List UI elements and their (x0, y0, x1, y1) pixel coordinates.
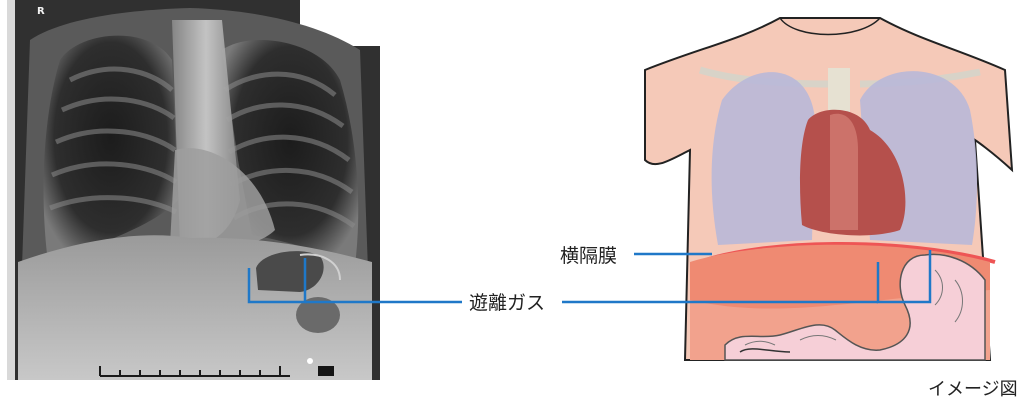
anatomy-illustration (645, 18, 1012, 360)
right-lung-illustration (712, 72, 815, 245)
diaphragm-label: 横隔膜 (560, 241, 617, 268)
chest-xray (7, 0, 380, 380)
free-gas-label: 遊離ガス (469, 288, 545, 315)
side-marker: R (37, 6, 45, 17)
image-note-label: イメージ図 (928, 375, 1018, 401)
